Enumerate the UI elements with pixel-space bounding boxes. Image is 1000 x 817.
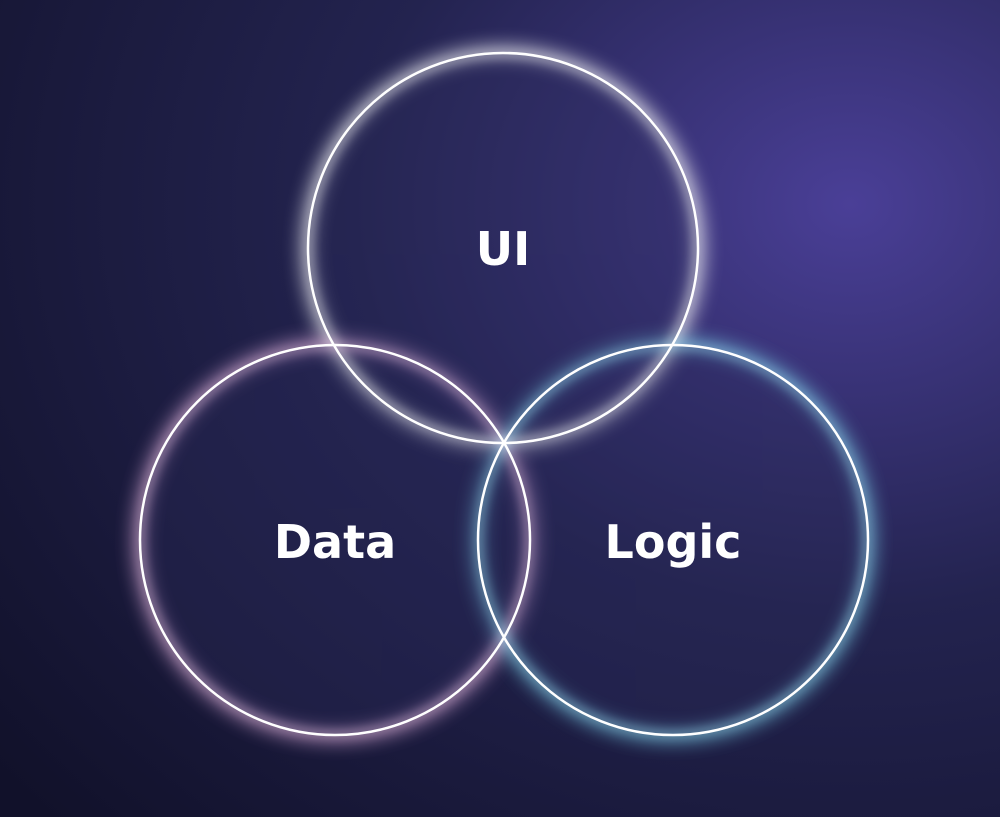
logic-circle — [476, 343, 870, 737]
data-label: Data — [274, 515, 396, 569]
logic-circle-fill — [479, 346, 867, 734]
ui-label: UI — [476, 222, 530, 276]
data-circle — [138, 343, 532, 737]
data-circle-fill — [141, 346, 529, 734]
outline-layer — [138, 51, 870, 737]
ui-circle-fill — [309, 54, 697, 442]
fill-layer — [141, 54, 867, 734]
logic-label: Logic — [605, 515, 742, 569]
